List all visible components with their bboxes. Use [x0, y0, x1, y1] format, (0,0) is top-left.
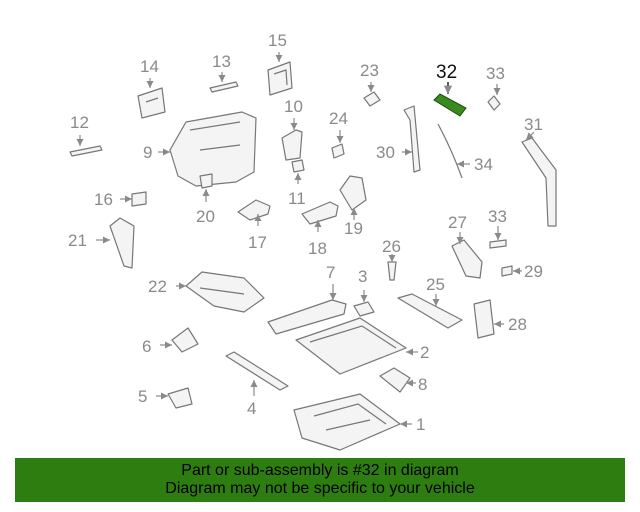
- part-6-bracket[interactable]: [171, 327, 199, 353]
- part-23-clip[interactable]: [363, 91, 381, 107]
- callout-28: 28: [508, 315, 527, 334]
- callout-33-lower: 33: [488, 207, 507, 226]
- callout-12: 12: [70, 113, 89, 132]
- part-27-trim[interactable]: [451, 239, 483, 279]
- part-19-bracket[interactable]: [339, 175, 367, 211]
- part-21-frame[interactable]: [109, 217, 135, 269]
- banner-line-1: Part or sub-assembly is #32 in diagram: [181, 462, 459, 479]
- callout-1: 1: [416, 415, 425, 434]
- callout-21: 21: [68, 231, 87, 250]
- callout-4: 4: [247, 399, 256, 418]
- callout-17: 17: [248, 233, 267, 252]
- callout-31: 31: [524, 115, 543, 134]
- part-33-clip-lower[interactable]: [489, 239, 507, 249]
- part-16-clip[interactable]: [131, 191, 147, 207]
- part-1-cargo-tub[interactable]: [293, 393, 401, 451]
- callout-29: 29: [524, 262, 543, 281]
- part-33-clip-top[interactable]: [487, 95, 501, 111]
- part-28-panel[interactable]: [473, 299, 495, 339]
- callout-20: 20: [196, 207, 215, 226]
- callout-14: 14: [140, 57, 159, 76]
- callout-19: 19: [344, 219, 363, 238]
- part-10-panel[interactable]: [281, 129, 303, 161]
- callout-24: 24: [329, 109, 348, 128]
- callout-9: 9: [143, 143, 152, 162]
- callout-7: 7: [326, 263, 335, 282]
- part-32-highlighted[interactable]: [433, 93, 467, 117]
- part-17-bracket[interactable]: [237, 199, 271, 221]
- callout-8: 8: [418, 375, 427, 394]
- callout-15: 15: [268, 31, 287, 50]
- part-26-bolt[interactable]: [387, 261, 397, 281]
- callout-5: 5: [138, 387, 147, 406]
- info-banner: Part or sub-assembly is #32 in diagram D…: [15, 458, 625, 502]
- callout-3: 3: [358, 267, 367, 286]
- parts-diagram: 15 13 14 12 9 10 11 23 24: [68, 31, 557, 451]
- part-4-strip[interactable]: [225, 351, 289, 391]
- part-24-clip[interactable]: [331, 143, 345, 159]
- callout-22: 22: [148, 277, 167, 296]
- part-11-clip[interactable]: [291, 159, 305, 173]
- callout-2: 2: [420, 343, 429, 362]
- part-18-bracket[interactable]: [301, 201, 339, 225]
- part-31-pillar[interactable]: [521, 137, 557, 227]
- part-9-side-trim[interactable]: [169, 111, 257, 187]
- part-15-panel[interactable]: [267, 61, 293, 96]
- callout-30: 30: [376, 143, 395, 162]
- callout-23: 23: [360, 61, 379, 80]
- banner-line-2: Diagram may not be specific to your vehi…: [165, 480, 475, 497]
- part-25-panel[interactable]: [397, 293, 463, 329]
- part-13-strip[interactable]: [209, 81, 239, 93]
- callout-6: 6: [142, 337, 151, 356]
- callout-27: 27: [448, 213, 467, 232]
- callout-18: 18: [308, 239, 327, 258]
- callout-34: 34: [474, 155, 493, 174]
- callout-10: 10: [284, 97, 303, 116]
- callout-25: 25: [426, 275, 445, 294]
- part-5-bracket[interactable]: [167, 387, 193, 409]
- part-2-floor-panel[interactable]: [295, 317, 407, 375]
- callout-16: 16: [94, 190, 113, 209]
- part-30-pillar-trim[interactable]: [403, 105, 421, 173]
- part-20-bracket[interactable]: [199, 173, 213, 189]
- part-3-clip[interactable]: [353, 301, 375, 317]
- part-8-bracket[interactable]: [379, 367, 411, 393]
- callout-13: 13: [212, 52, 231, 71]
- part-34-weatherstrip[interactable]: [437, 123, 463, 179]
- part-12-handle[interactable]: [69, 145, 103, 157]
- part-7-sill-trim[interactable]: [267, 299, 347, 335]
- callout-11: 11: [288, 189, 306, 208]
- callout-32: 32: [436, 62, 457, 83]
- callout-33-top: 33: [486, 64, 505, 83]
- part-29-clip[interactable]: [501, 265, 513, 277]
- part-14-cover[interactable]: [137, 87, 166, 119]
- callout-26: 26: [382, 237, 401, 256]
- part-22-cargo-cover[interactable]: [185, 271, 265, 313]
